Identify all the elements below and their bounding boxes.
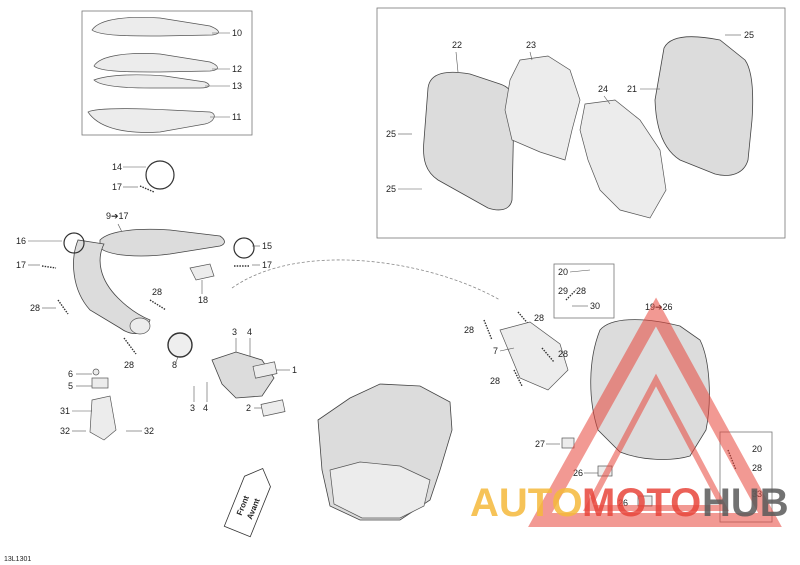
callout-29: 29 bbox=[558, 286, 568, 296]
callout-25-bot: 25 bbox=[386, 184, 396, 194]
callout-17-c: 17 bbox=[262, 260, 272, 270]
bracket-31 bbox=[89, 395, 117, 441]
callout-28-kit: 28 bbox=[576, 286, 586, 296]
callout-14: 14 bbox=[112, 162, 122, 172]
damper-27 bbox=[561, 437, 575, 449]
watermark-moto: MOTO bbox=[582, 481, 701, 525]
exhaust-manifold bbox=[211, 351, 275, 399]
callout-27: 27 bbox=[535, 439, 545, 449]
watermark-auto: AUTO bbox=[470, 481, 583, 525]
callout-21: 21 bbox=[627, 84, 637, 94]
clamp-ring-14 bbox=[145, 160, 175, 190]
heat-shield-13 bbox=[93, 74, 210, 89]
spring-28-g bbox=[541, 347, 555, 363]
callout-26-a: 26 bbox=[573, 468, 583, 478]
spring-28-e bbox=[483, 319, 493, 341]
callout-8: 8 bbox=[172, 360, 177, 370]
front-direction-tag: Front Avant bbox=[223, 467, 271, 538]
coupler-7 bbox=[499, 321, 569, 391]
muffler-guard-frame bbox=[376, 7, 786, 239]
callout-11: 11 bbox=[232, 112, 241, 122]
callout-30: 30 bbox=[590, 301, 600, 311]
callout-23: 23 bbox=[526, 40, 536, 50]
spring-28-c bbox=[123, 337, 137, 355]
heat-shield-frame bbox=[81, 10, 253, 136]
heat-shield-12 bbox=[93, 53, 218, 73]
front-guard-22 bbox=[423, 71, 515, 211]
muffler-body bbox=[99, 228, 225, 257]
spring-28-b bbox=[149, 299, 167, 311]
callout-28-h: 28 bbox=[490, 376, 500, 386]
callout-28-b: 28 bbox=[152, 287, 162, 297]
callout-13: 13 bbox=[232, 81, 242, 91]
callout-16: 16 bbox=[16, 236, 26, 246]
spring-kit-frame bbox=[553, 263, 615, 319]
callout-5: 5 bbox=[68, 381, 73, 391]
callout-28-f: 28 bbox=[534, 313, 544, 323]
watermark-triangle bbox=[528, 297, 782, 527]
spring-28-kit bbox=[565, 289, 577, 301]
spring-28-h bbox=[513, 369, 523, 387]
spring-17-b bbox=[41, 265, 57, 269]
heat-shield-10 bbox=[91, 16, 219, 37]
callout-3-top: 3 bbox=[232, 327, 237, 337]
callout-9-17: 9➔17 bbox=[106, 211, 129, 221]
manifold-engine-group: 8 1 2 3 4 3 4 Front Avant bbox=[167, 327, 453, 538]
insulation-23 bbox=[504, 55, 581, 161]
spring-28-a bbox=[57, 299, 69, 315]
callout-26-b: 26 bbox=[618, 498, 628, 508]
callout-7: 7 bbox=[493, 346, 498, 356]
gasket-1 bbox=[252, 361, 278, 379]
muffler-guard-group: 22 23 25 25 25 24 21 bbox=[376, 7, 786, 239]
mount-5 bbox=[91, 377, 109, 389]
callout-10: 10 bbox=[232, 28, 242, 38]
clamp-ring-15 bbox=[233, 237, 255, 259]
callout-20-top: 20 bbox=[558, 267, 568, 277]
watermark-triangle-inner bbox=[583, 373, 729, 511]
automotohub-wordmark: AUTO MOTO HUB bbox=[470, 481, 789, 525]
callout-12: 12 bbox=[232, 64, 242, 74]
callout-15: 15 bbox=[262, 241, 272, 251]
callout-4-bot: 4 bbox=[203, 403, 208, 413]
diagram-code: 13L1301 bbox=[4, 556, 31, 563]
engine-lower bbox=[329, 461, 431, 519]
rear-guard-21 bbox=[654, 36, 754, 176]
callout-4-top: 4 bbox=[247, 327, 252, 337]
callout-28-c: 28 bbox=[124, 360, 134, 370]
heat-shield-11 bbox=[87, 108, 215, 133]
sensor-18 bbox=[189, 263, 215, 281]
callout-28-right: 28 bbox=[752, 463, 762, 473]
callout-28-a: 28 bbox=[30, 303, 40, 313]
gasket-ring-8 bbox=[167, 332, 193, 358]
callout-32-left: 32 bbox=[60, 426, 70, 436]
callout-17-b: 17 bbox=[16, 260, 26, 270]
callout-3-bot: 3 bbox=[190, 403, 195, 413]
connection-curve bbox=[231, 259, 501, 301]
callout-28-e: 28 bbox=[464, 325, 474, 335]
callout-1: 1 bbox=[292, 365, 297, 375]
callout-25-top: 25 bbox=[744, 30, 754, 40]
callout-2: 2 bbox=[246, 403, 251, 413]
watermark-hub: HUB bbox=[702, 481, 789, 525]
nut-6 bbox=[92, 368, 100, 376]
callout-17-a: 17 bbox=[112, 182, 122, 192]
callout-24: 24 bbox=[598, 84, 608, 94]
automotohub-watermark bbox=[528, 297, 782, 527]
callout-28-g: 28 bbox=[558, 349, 568, 359]
callout-6: 6 bbox=[68, 369, 73, 379]
callout-25-mid: 25 bbox=[386, 129, 396, 139]
pipe-outlet bbox=[129, 317, 151, 335]
heat-shield-group: 10 12 13 11 bbox=[81, 10, 253, 136]
callout-32-right: 32 bbox=[144, 426, 154, 436]
callout-31: 31 bbox=[60, 406, 70, 416]
callout-18: 18 bbox=[198, 295, 208, 305]
clamp-ring-16 bbox=[63, 232, 85, 254]
callout-22: 22 bbox=[452, 40, 462, 50]
spring-28-f bbox=[517, 311, 531, 327]
gasket-2 bbox=[260, 399, 286, 417]
callout-20-right: 20 bbox=[752, 444, 762, 454]
insulation-24 bbox=[579, 99, 667, 219]
tuned-pipe-group: 14 17 9➔17 16 17 15 17 18 28 28 28 bbox=[16, 160, 272, 441]
